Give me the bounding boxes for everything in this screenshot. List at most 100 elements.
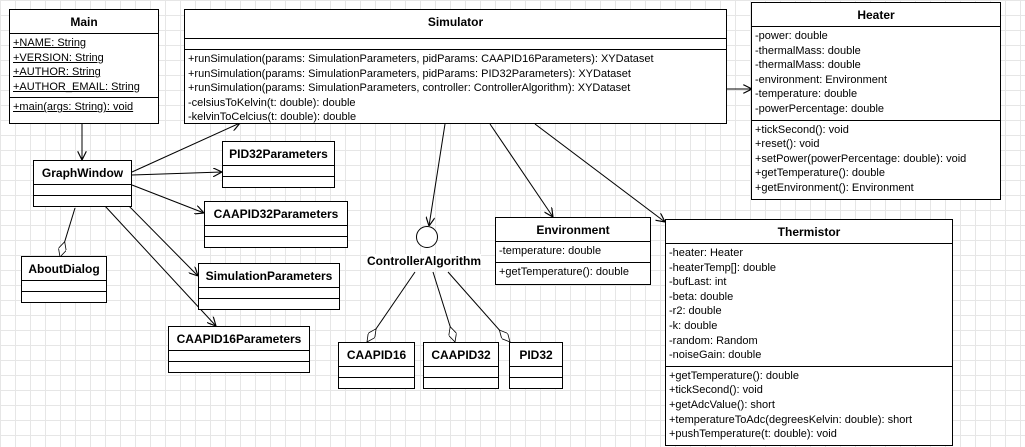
class-simulator[interactable]: Simulator +runSimulation(params: Simulat… [184, 9, 727, 124]
operation: +temperatureToAdc(degreesKelvin: double)… [669, 413, 913, 426]
operations [199, 299, 339, 309]
operation: +pushTemperature(t: double): void [669, 428, 837, 441]
edge-graphwindow-pid32params [131, 172, 222, 175]
attribute: -k: double [669, 319, 718, 332]
attributes [510, 367, 562, 378]
edge-caapid16-controlleralgorithm [367, 271, 416, 342]
attribute: +NAME: String [13, 37, 87, 49]
interface-label: ControllerAlgorithm [367, 254, 481, 268]
class-pid32[interactable]: PID32 [509, 342, 563, 389]
edge-pid32-controlleralgorithm [447, 271, 510, 342]
attributes: -power: double -thermalMass: double -the… [752, 27, 1000, 121]
attribute: -bufLast: int [669, 276, 727, 289]
attribute: -temperature: double [755, 88, 858, 101]
operation: +runSimulation(params: SimulationParamet… [188, 82, 631, 95]
class-title: CAAPID16Parameters [169, 327, 309, 351]
operations [424, 378, 498, 388]
attribute: -heaterTemp[]: double [669, 261, 777, 274]
class-heater[interactable]: Heater -power: double -thermalMass: doub… [751, 2, 1001, 200]
operations [339, 378, 414, 388]
attribute: -powerPercentage: double [755, 102, 885, 115]
edge-simulator-environment [489, 123, 553, 217]
attribute: -thermalMass: double [755, 44, 861, 57]
attribute: -environment: Environment [755, 73, 888, 86]
attribute: +VERSION: String [13, 51, 104, 64]
class-title: Main [10, 10, 158, 34]
edge-graphwindow-simulator [131, 123, 240, 173]
operation: +reset(): void [755, 138, 820, 151]
operations [510, 378, 562, 388]
class-pid32-parameters[interactable]: PID32Parameters [222, 141, 335, 188]
operation: +getEnvironment(): Environment [755, 181, 914, 194]
operations: +tickSecond(): void +reset(): void +setP… [752, 121, 1000, 199]
class-title: Heater [752, 3, 1000, 27]
operations: +runSimulation(params: SimulationParamet… [185, 50, 726, 124]
attributes [199, 288, 339, 299]
edge-graphwindow-simparams [124, 201, 198, 276]
operations [34, 196, 131, 206]
operation: -celsiusToKelvin(t: double): double [188, 96, 356, 109]
class-title: Simulator [185, 10, 726, 39]
operation: +tickSecond(): void [755, 123, 849, 136]
class-title: AboutDialog [22, 257, 106, 281]
class-title: CAAPID32 [424, 343, 498, 367]
attributes [22, 281, 106, 292]
operation: +getAdcValue(): short [669, 398, 775, 411]
operations [169, 362, 309, 372]
class-caapid32[interactable]: CAAPID32 [423, 342, 499, 389]
attributes [185, 39, 726, 50]
operation: +runSimulation(params: SimulationParamet… [188, 53, 654, 65]
operation: +setPower(powerPercentage: double): void [755, 152, 967, 165]
class-title: GraphWindow [34, 161, 131, 185]
class-about-dialog[interactable]: AboutDialog [21, 256, 107, 303]
attributes [169, 351, 309, 362]
attribute: -heater: Heater [669, 247, 743, 259]
operation: +main(args: String): void [13, 101, 134, 114]
attributes [339, 367, 414, 378]
operations: +getTemperature(): double [496, 263, 650, 283]
class-environment[interactable]: Environment -temperature: double +getTem… [495, 217, 651, 285]
edge-graphwindow-caapid32params [131, 184, 204, 213]
attribute: -power: double [755, 30, 828, 42]
attribute: +AUTHOR: String [13, 66, 101, 79]
class-caapid16-parameters[interactable]: CAAPID16Parameters [168, 326, 310, 373]
class-graph-window[interactable]: GraphWindow [33, 160, 132, 207]
operation: +getTemperature(): double [755, 167, 885, 180]
class-thermistor[interactable]: Thermistor -heater: Heater -heaterTemp[]… [665, 219, 953, 446]
attributes [205, 226, 347, 237]
operation: +getTemperature(): double [499, 265, 629, 278]
operation: +runSimulation(params: SimulationParamet… [188, 67, 631, 80]
attributes: -temperature: double [496, 242, 650, 263]
edge-caapid32-controlleralgorithm [432, 271, 455, 342]
interface-circle-icon[interactable] [416, 226, 438, 248]
class-title: Thermistor [666, 220, 952, 244]
attribute: -random: Random [669, 334, 758, 347]
operations [22, 292, 106, 302]
attributes [424, 367, 498, 378]
class-title: SimulationParameters [199, 264, 339, 288]
attributes [34, 185, 131, 196]
operation: +tickSecond(): void [669, 384, 763, 397]
class-title: CAAPID32Parameters [205, 202, 347, 226]
class-main[interactable]: Main +NAME: String +VERSION: String +AUT… [9, 9, 159, 124]
operation: -kelvinToCelcius(t: double): double [188, 111, 357, 124]
class-title: Environment [496, 218, 650, 242]
attribute: -noiseGain: double [669, 349, 762, 362]
operations: +getTemperature(): double +tickSecond():… [666, 367, 952, 445]
class-title: PID32Parameters [223, 142, 334, 166]
attribute: +AUTHOR_EMAIL: String [13, 80, 140, 93]
class-caapid16[interactable]: CAAPID16 [338, 342, 415, 389]
operations [223, 177, 334, 187]
class-simulation-parameters[interactable]: SimulationParameters [198, 263, 340, 310]
class-caapid32-parameters[interactable]: CAAPID32Parameters [204, 201, 348, 248]
operation: +getTemperature(): double [669, 369, 799, 382]
attributes: +NAME: String +VERSION: String +AUTHOR: … [10, 34, 158, 99]
edge-simulator-thermistor [534, 123, 665, 222]
edge-graphwindow-caapid16params [104, 205, 216, 326]
attribute: -r2: double [669, 305, 722, 318]
attribute: -thermalMass: double [755, 59, 861, 72]
edge-simulator-controlleralgorithm [429, 123, 446, 226]
attributes: -heater: Heater -heaterTemp[]: double -b… [666, 244, 952, 367]
class-title: CAAPID16 [339, 343, 414, 367]
attributes [223, 166, 334, 177]
